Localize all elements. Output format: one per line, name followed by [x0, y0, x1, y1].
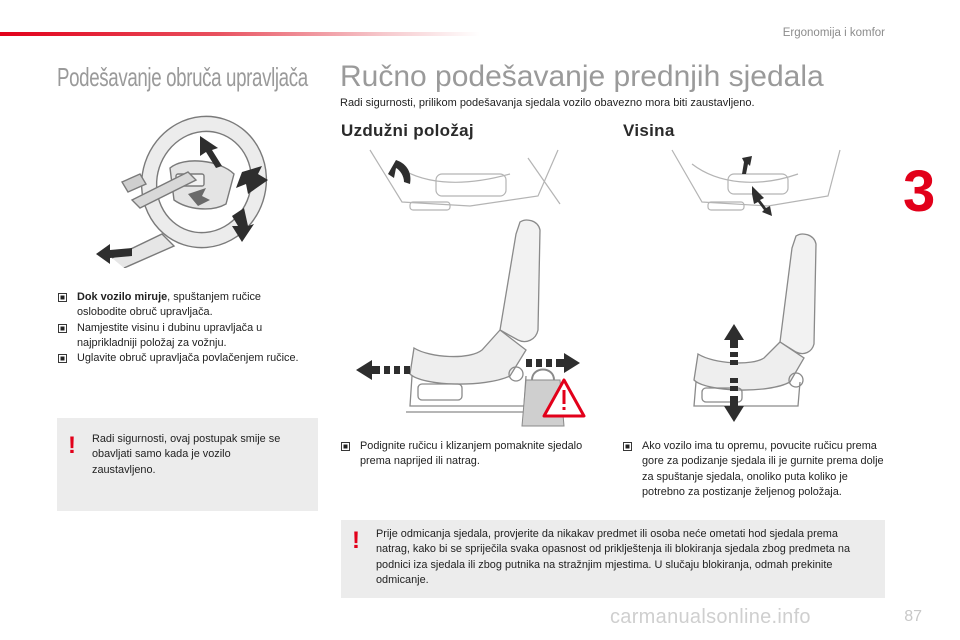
longitudinal-instructions-list: Podignite ručicu i klizanjem pomaknite s…	[341, 439, 591, 470]
list-item: Ako vozilo ima tu opremu, povucite ručic…	[623, 439, 885, 500]
checkbox-icon	[58, 354, 67, 364]
checkbox-icon	[58, 293, 67, 302]
steering-instructions-list: Dok vozilo miruje, spuštanjem ručice osl…	[58, 290, 308, 366]
checkbox-icon	[341, 442, 350, 451]
seat-warning-box: ! Prije odmicanja sjedala, provjerite da…	[341, 520, 885, 598]
list-item: Namjestite visinu i dubinu upravljača u …	[58, 321, 308, 352]
list-item: Podignite ručicu i klizanjem pomaknite s…	[341, 439, 591, 470]
height-title: Visina	[623, 121, 675, 140]
steering-warning-text: Radi sigurnosti, ovaj postupak smije se …	[92, 433, 281, 476]
list-item: Dok vozilo miruje, spuštanjem ručice osl…	[58, 290, 308, 321]
seat-warning-text: Prije odmicanja sjedala, provjerite da n…	[376, 528, 851, 586]
page-number: 87	[904, 608, 922, 625]
safety-intro-text: Radi sigurnosti, prilikom podešavanja sj…	[340, 97, 755, 109]
chapter-number: 3	[903, 159, 936, 224]
section-label: Ergonomija i komfor	[782, 27, 885, 39]
steering-section-title: Podešavanje obruča upravljača	[57, 62, 308, 92]
warning-icon: !	[68, 432, 76, 459]
watermark: carmanualsonline.info	[610, 606, 811, 628]
steering-warning-box: ! Radi sigurnosti, ovaj postupak smije s…	[57, 418, 318, 511]
checkbox-icon	[58, 323, 67, 333]
header-accent-bar	[0, 32, 480, 36]
checkbox-icon	[623, 442, 632, 451]
longitudinal-title: Uzdužni položaj	[341, 121, 474, 140]
list-item: Uglavite obruč upravljača povlačenjem ru…	[58, 351, 308, 366]
warning-icon: !	[352, 527, 360, 554]
steering-wheel-illustration	[92, 108, 282, 268]
page-title: Ručno podešavanje prednjih sjedala	[340, 60, 824, 93]
height-seat-illustration	[668, 144, 848, 434]
longitudinal-seat-illustration	[350, 144, 600, 434]
height-instructions-list: Ako vozilo ima tu opremu, povucite ručic…	[623, 439, 885, 500]
